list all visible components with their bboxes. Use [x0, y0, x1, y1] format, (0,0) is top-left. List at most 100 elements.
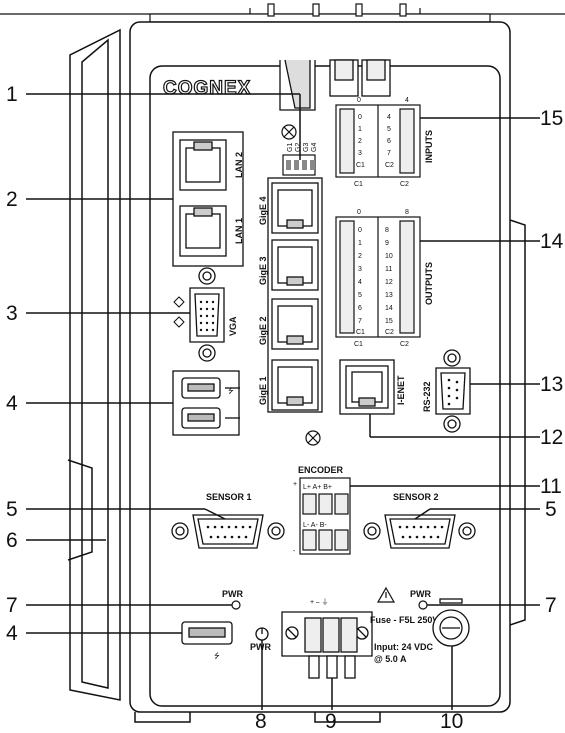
encoder-terminal — [299, 477, 351, 555]
lan-ports — [172, 131, 244, 267]
screw-top — [281, 124, 297, 140]
inputs-terminal — [335, 104, 421, 178]
power-button[interactable] — [255, 627, 269, 641]
led-label-g1: G1 — [287, 143, 294, 152]
callout-5-right: 5 — [545, 498, 557, 521]
callout-9: 9 — [325, 710, 337, 733]
callout-15: 15 — [540, 107, 563, 130]
outputs-col1-7: 7 — [358, 318, 362, 325]
outputs-col2-1: 9 — [385, 240, 389, 247]
callout-13: 13 — [540, 373, 563, 396]
power-polarity-symbols: + ⎯ ⏚ — [310, 598, 328, 606]
outputs-foot1: C1 — [354, 341, 363, 348]
cognex-logo: COGNEX — [163, 78, 251, 99]
callout-1: 1 — [6, 83, 18, 106]
callout-6: 6 — [6, 529, 18, 552]
top-connectors — [0, 3, 565, 23]
lan2-label: LAN 2 — [234, 152, 244, 178]
encoder-bottom-pins: L- A- B- — [303, 522, 327, 529]
outputs-col2-2: 10 — [385, 253, 393, 260]
vga-symbol-icon — [173, 296, 185, 328]
callout-12: 12 — [540, 426, 563, 449]
usb-symbol-icon: ⭍ — [228, 387, 234, 395]
outputs-col1-5: 5 — [358, 292, 362, 299]
inputs-col1-4: C1 — [356, 162, 365, 169]
outputs-col1-2: 2 — [358, 253, 362, 260]
inputs-col1-0: 0 — [358, 114, 362, 121]
callout-8: 8 — [255, 710, 267, 733]
encoder-plus: + — [293, 481, 297, 488]
callout-11: 11 — [540, 475, 562, 498]
vga-label: VGA — [228, 316, 238, 336]
outputs-col2-4: 12 — [385, 279, 393, 286]
gige3-label: GigE 3 — [258, 256, 268, 285]
sensor1-label: SENSOR 1 — [206, 492, 252, 502]
outputs-col1-8: C1 — [356, 329, 365, 336]
outputs-col2-8: C2 — [385, 329, 394, 336]
input-current-label: @ 5.0 A — [374, 654, 407, 664]
inputs-col2-2: 6 — [387, 138, 391, 145]
outputs-foot2: C2 — [400, 341, 409, 348]
outputs-col2-7: 15 — [385, 318, 393, 325]
pwr-led-left — [231, 600, 241, 610]
callout-3: 3 — [6, 302, 18, 325]
callout-4-top: 4 — [6, 392, 18, 415]
led-label-g3: G3 — [303, 143, 310, 152]
inputs-col1-3: 3 — [358, 150, 362, 157]
encoder-title: ENCODER — [298, 465, 344, 475]
callout-7-left: 7 — [6, 594, 18, 617]
callout-2: 2 — [6, 188, 18, 211]
inputs-foot1: C1 — [354, 181, 363, 188]
outputs-title: OUTPUTS — [424, 262, 434, 305]
ground-screw — [305, 430, 321, 446]
usb-front-symbol-icon: ⭍ — [214, 652, 220, 660]
outputs-terminal — [335, 216, 421, 338]
sensor1-connector — [171, 514, 285, 549]
encoder-minus: - — [293, 548, 296, 555]
inputs-col2-4: C2 — [385, 162, 394, 169]
led-label-g2: G2 — [295, 143, 302, 152]
fuse-label: Fuse - F5L 250V — [370, 615, 438, 625]
leader-lines — [26, 93, 540, 710]
usb-port-front — [181, 621, 233, 645]
rs232-port — [435, 349, 471, 433]
callout-14: 14 — [540, 230, 564, 253]
outputs-col2-3: 11 — [385, 266, 392, 273]
gige-ports — [267, 177, 323, 413]
inputs-title: INPUTS — [424, 130, 434, 163]
inputs-col2-1: 5 — [387, 126, 391, 133]
outputs-col2-5: 13 — [385, 292, 393, 299]
inputs-col2-3: 7 — [387, 150, 391, 157]
fuse-holder — [432, 598, 470, 647]
ienet-label: I-ENET — [396, 375, 406, 405]
outputs-col1-head: 0 — [357, 209, 361, 216]
inputs-col1-1: 1 — [358, 126, 362, 133]
ienet-port — [339, 359, 395, 415]
gige1-label: GigE 1 — [258, 376, 268, 405]
callout-10: 10 — [440, 710, 463, 733]
callout-7-right: 7 — [545, 594, 557, 617]
outputs-col1-1: 1 — [358, 240, 362, 247]
input-voltage-label: Input: 24 VDC — [374, 642, 434, 652]
outputs-col2-6: 14 — [385, 305, 393, 312]
cable-clips — [279, 59, 391, 111]
inputs-foot2: C2 — [400, 181, 409, 188]
outputs-col1-6: 6 — [358, 305, 362, 312]
inputs-col1-2: 2 — [358, 138, 362, 145]
lan1-label: LAN 1 — [234, 218, 244, 244]
gige2-label: GigE 2 — [258, 316, 268, 345]
callout-4-bottom: 4 — [6, 622, 18, 645]
outputs-col1-3: 3 — [358, 266, 362, 273]
power-button-label: PWR — [250, 642, 271, 652]
inputs-col2-0: 4 — [387, 114, 391, 121]
inputs-col1-head: 0 — [357, 97, 361, 104]
outputs-col1-4: 4 — [358, 279, 362, 286]
callout-5-left: 5 — [6, 498, 18, 521]
sensor2-label: SENSOR 2 — [393, 492, 439, 502]
vga-port — [189, 267, 225, 362]
pwr-led-left-label: PWR — [222, 589, 243, 599]
sensor2-connector — [363, 514, 476, 549]
status-leds: G1 G2 G3 G4 — [282, 143, 318, 176]
led-label-g4: G4 — [311, 143, 318, 152]
